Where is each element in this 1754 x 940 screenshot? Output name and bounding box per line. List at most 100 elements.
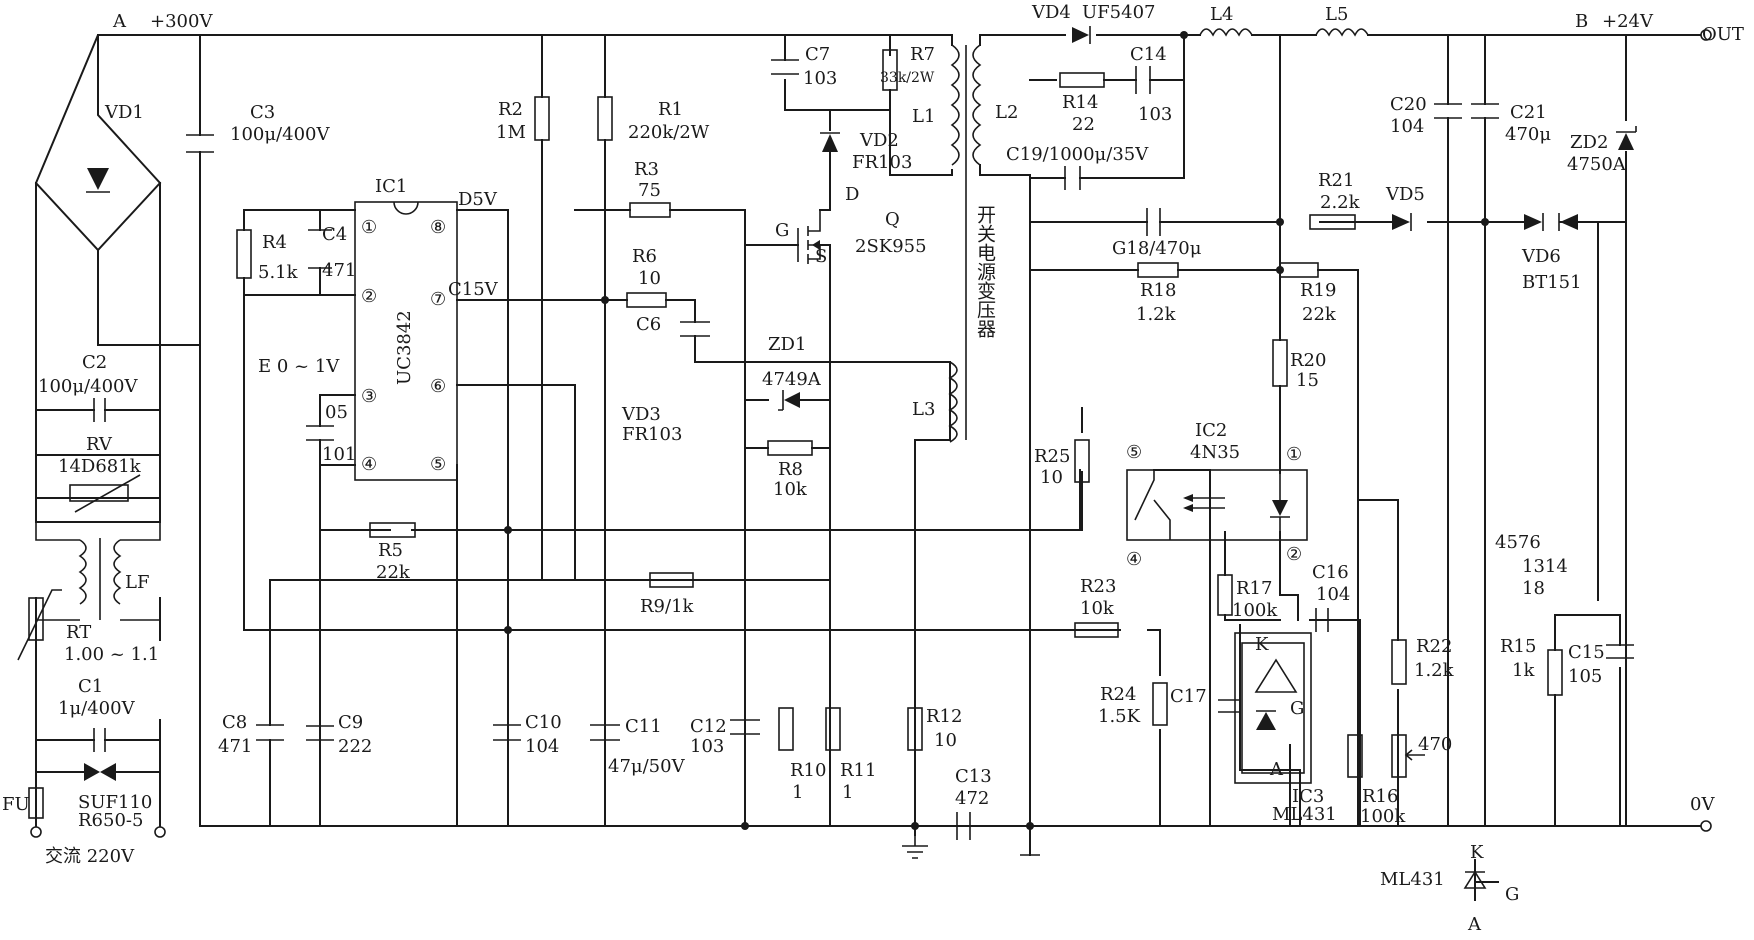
label-vd1: VD1 xyxy=(104,102,144,123)
label-c05-value: 101 xyxy=(322,444,356,465)
label-c10: C10 xyxy=(525,712,562,733)
c13-plates xyxy=(956,812,971,840)
node-b: B xyxy=(1575,11,1588,32)
label-c4-value: 471 xyxy=(322,260,356,281)
label-c16: C16 xyxy=(1312,562,1349,583)
ic1-pin-8: ⑧ xyxy=(430,217,446,238)
rt-arrow xyxy=(17,589,62,661)
label-c9-value: 222 xyxy=(338,736,372,757)
label-r19-value: 22k xyxy=(1302,304,1337,325)
label-r15: R15 xyxy=(1500,636,1536,657)
label-r18: R18 xyxy=(1140,280,1176,301)
label-r21-value: 2.2k xyxy=(1320,192,1361,213)
r9-body xyxy=(649,572,694,588)
label-r12: R12 xyxy=(926,706,962,727)
c2-plates xyxy=(93,398,106,422)
label-r22: R22 xyxy=(1416,636,1452,657)
label-r4-value: 5.1k xyxy=(258,262,299,283)
label-vd4: VD4 xyxy=(1031,2,1071,23)
ac-terminal-right xyxy=(154,826,166,838)
c8-plates xyxy=(256,724,284,741)
c6-plates xyxy=(680,321,710,337)
label-l5: L5 xyxy=(1325,4,1348,25)
suf-tvs-icon xyxy=(84,763,100,781)
label-c9: C9 xyxy=(338,712,363,733)
r20-body xyxy=(1272,339,1288,387)
r22-body xyxy=(1391,639,1407,685)
label-c14-value: 103 xyxy=(1138,104,1172,125)
label-r20-value: 15 xyxy=(1296,370,1319,391)
label-c20: C20 xyxy=(1390,94,1427,115)
ic1-pin-3: ③ xyxy=(361,386,377,407)
c11-plates xyxy=(590,724,620,741)
wires xyxy=(34,34,1701,901)
label-vd6-value: BT151 xyxy=(1522,272,1582,293)
label-r24: R24 xyxy=(1100,684,1136,705)
zd2-zener-icon xyxy=(1618,133,1634,150)
out-terminal xyxy=(1700,29,1712,41)
q-source: S xyxy=(815,246,827,267)
label-1314: 1314 xyxy=(1522,556,1568,577)
vd2-diode-icon xyxy=(822,134,838,152)
zero-v-label: 0V xyxy=(1690,794,1715,815)
r25-body xyxy=(1074,439,1090,483)
label-r16: R16 xyxy=(1362,786,1398,807)
label-suf110: SUF110 xyxy=(78,792,152,813)
r1-body xyxy=(597,96,613,141)
vd4-diode-icon xyxy=(1072,27,1089,43)
label-rt-value: 1.00 ~ 1.1 xyxy=(64,644,159,665)
ic3-pin-k: K xyxy=(1255,634,1269,655)
d5v-label: D5V xyxy=(458,189,498,210)
ic1-label: IC1 xyxy=(375,176,407,197)
label-vd2: VD2 xyxy=(859,130,899,151)
r19-body xyxy=(1279,262,1319,278)
g18-plates xyxy=(1146,208,1161,236)
label-c20-value: 104 xyxy=(1390,116,1424,137)
label-vd5: VD5 xyxy=(1385,184,1425,205)
q-gate: G xyxy=(775,220,789,241)
vd6-diode-icon xyxy=(1524,214,1542,230)
label-c3-value: 100μ/400V xyxy=(230,124,330,145)
label-c8-value: 471 xyxy=(218,736,252,757)
label-pot: 470 xyxy=(1418,734,1452,755)
label-rv: RV xyxy=(86,434,113,455)
label-r24-value: 1.5K xyxy=(1098,706,1141,727)
zero-v-terminal xyxy=(1700,820,1712,832)
c1-plates xyxy=(93,728,106,752)
label-r6: R6 xyxy=(632,246,657,267)
label-c17: C17 xyxy=(1170,686,1207,707)
label-l4: L4 xyxy=(1210,4,1233,25)
r8-body xyxy=(767,440,813,456)
out-label: OUT xyxy=(1702,24,1744,45)
q-mosfet-icon xyxy=(797,210,830,264)
label-r2-value: 1M xyxy=(496,122,526,143)
label-18: 18 xyxy=(1522,578,1545,599)
label-c6: C6 xyxy=(636,314,661,335)
r21-body xyxy=(1309,214,1356,230)
label-r15-value: 1k xyxy=(1512,660,1535,681)
label-r5-value: 22k xyxy=(376,562,411,583)
ic1-part: UC3842 xyxy=(394,310,415,385)
lf-coil-right xyxy=(113,539,122,605)
c9-plates xyxy=(306,725,334,741)
label-c11: C11 xyxy=(625,716,662,737)
label-r11-value: 1 xyxy=(842,782,853,803)
r17-body xyxy=(1217,574,1233,616)
c14-plates xyxy=(1135,66,1151,94)
lf-coil-left xyxy=(78,539,87,605)
label-r10-value: 1 xyxy=(792,782,803,803)
c12-plates xyxy=(730,719,760,735)
label-vd2-value: FR103 xyxy=(852,152,912,173)
label-r20: R20 xyxy=(1290,350,1326,371)
label-r22-value: 1.2k xyxy=(1414,660,1455,681)
label-c15-value: 105 xyxy=(1568,666,1602,687)
ic1-pin-2: ② xyxy=(361,286,377,307)
r7-body xyxy=(882,49,898,91)
transformer-label: 开关电源变压器 xyxy=(974,205,996,338)
rt-body xyxy=(28,597,44,641)
ic2-pin-2: ② xyxy=(1286,544,1302,565)
ic1-pin-1: ① xyxy=(361,217,377,238)
label-c4: C4 xyxy=(322,224,347,245)
